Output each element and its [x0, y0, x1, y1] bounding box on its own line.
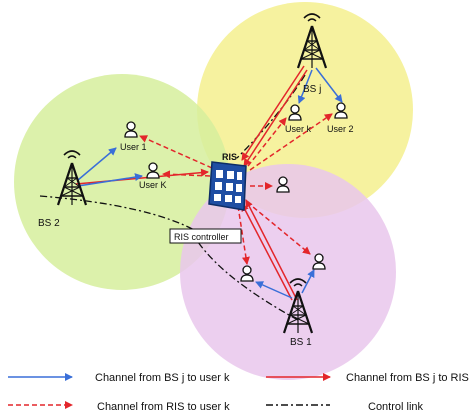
- ris-label: RIS: [222, 152, 237, 162]
- bsj-user-k-line: [297, 69, 313, 104]
- legend-ris-user-label: Channel from RIS to user k: [97, 401, 230, 413]
- bs-user-channels: [77, 67, 343, 299]
- ris-user-channels: [139, 113, 333, 265]
- ris-user-k-line: [247, 117, 287, 167]
- bs-2-label: BS 2: [38, 218, 60, 229]
- user-k-label: User k: [285, 124, 312, 134]
- control-link-bsj: [236, 74, 306, 159]
- ris-user-2-line: [249, 113, 333, 171]
- bs-ris-channels: [75, 65, 308, 301]
- user-K-label: User K: [139, 180, 167, 190]
- legend-control-label: Control link: [368, 401, 424, 413]
- control-links: [39, 74, 306, 321]
- bs1-ris-line-2: [245, 199, 298, 301]
- cell-bs-1: [180, 164, 396, 380]
- legend: Channel from BS j to user k Channel from…: [8, 372, 469, 413]
- ris-elements: [214, 170, 242, 203]
- ris-bs1-user-right-line: [246, 201, 311, 255]
- bs-1-label: BS 1: [290, 337, 312, 348]
- control-link-bs2: [39, 195, 199, 233]
- bs-j-label: BS j: [303, 84, 321, 95]
- bs1-user-right-line: [301, 269, 315, 294]
- legend-bs-user-label: Channel from BS j to user k: [95, 372, 230, 384]
- user-2-label: User 2: [327, 124, 354, 134]
- ris-controller-label: RIS controller: [174, 232, 229, 242]
- ris-user-1-line: [139, 135, 213, 169]
- legend-bs-ris-label: Channel from BS j to RIS: [346, 372, 469, 384]
- bs1-user-left-line: [255, 281, 293, 299]
- ris-bs1-user-left-line: [237, 205, 250, 265]
- bsj-ris-line-1: [241, 65, 305, 161]
- bsj-user-2-line: [315, 67, 343, 103]
- bs2-user-1-line: [77, 147, 117, 181]
- ris-panel: [208, 161, 247, 211]
- bs1-ris-line-1: [241, 203, 293, 301]
- bsj-ris-line-2: [243, 69, 308, 167]
- bs2-user-K-line: [77, 173, 143, 187]
- ris-controller-box: [169, 228, 242, 244]
- user-1-label: User 1: [120, 142, 147, 152]
- control-link-bs1: [197, 241, 299, 321]
